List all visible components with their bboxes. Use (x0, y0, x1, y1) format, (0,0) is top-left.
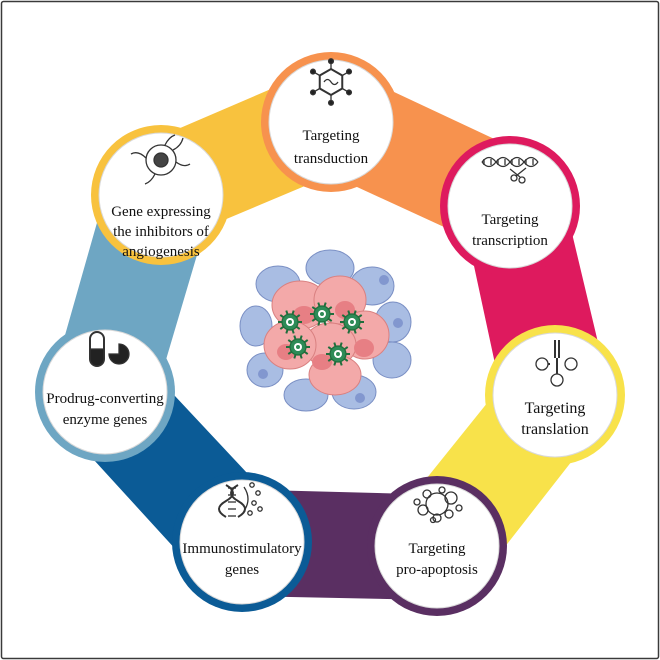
node-circle (374, 483, 500, 609)
node-label: the inhibitors of (113, 224, 209, 240)
node-label: Immunostimulatory (182, 541, 302, 557)
apoptotic-bodies-icon (413, 486, 463, 524)
dna-antibody-icon (218, 482, 263, 518)
node-layer: TargetingtransductionTargetingtranscript… (35, 52, 625, 616)
node-circle (42, 329, 168, 455)
hexagon-molecule-icon (309, 58, 353, 106)
node-label: Gene expressing (111, 204, 211, 220)
node-angiogenesis: Gene expressing the inhibitors of angiogen… (91, 125, 231, 265)
node-label: Targeting (482, 212, 539, 228)
node-label: Prodrug-converting (46, 391, 164, 407)
node-label: Targeting (525, 400, 586, 417)
capsule-pill-icon (89, 331, 130, 367)
virus-particle (310, 302, 334, 326)
trna-icon (535, 340, 578, 387)
node-label: translation (521, 421, 589, 438)
node-label: enzyme genes (63, 412, 148, 428)
node-pro-apoptosis: Targeting pro-apoptosis (367, 476, 507, 616)
node-label: pro-apoptosis (396, 562, 478, 578)
dna-scissors-icon (481, 156, 539, 184)
virus-particles (278, 302, 364, 366)
virus-particle (340, 310, 364, 334)
node-circle (447, 143, 573, 269)
node-label: Targeting (409, 541, 466, 557)
node-circle (492, 332, 618, 458)
node-immunostimulatory: Immunostimulatory genes (172, 472, 312, 612)
node-label: transcription (472, 233, 548, 249)
node-translation: Targeting translation (485, 325, 625, 465)
cell-cluster (239, 249, 412, 412)
node-label: Targeting (303, 128, 360, 144)
virus-particle (286, 335, 310, 359)
node-transcription: Targeting transcription (440, 136, 580, 276)
node-label: transduction (294, 151, 369, 167)
node-transduction: Targeting transduction (261, 52, 401, 192)
tumor-vessel-icon (130, 134, 191, 185)
node-circle (179, 479, 305, 605)
node-circle (98, 132, 224, 258)
node-prodrug: Prodrug-converting enzyme genes (35, 322, 175, 462)
virus-particle (278, 310, 302, 334)
node-label: genes (225, 562, 259, 578)
virus-particle (326, 342, 350, 366)
node-label: angiogenesis (122, 244, 200, 260)
